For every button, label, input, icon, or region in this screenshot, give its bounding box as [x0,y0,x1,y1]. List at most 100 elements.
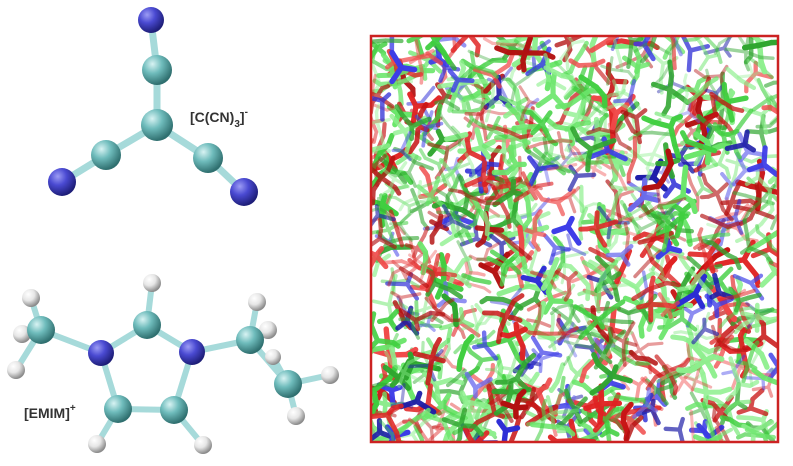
red-fragment [499,321,528,361]
green-fragment [626,37,644,70]
green-fragment [472,115,508,140]
carbon-atom [133,311,161,339]
red-fragment [500,388,529,420]
green-fragment [398,180,434,212]
red-fragment [457,131,486,164]
green-fragment [485,353,507,381]
green-fragment [441,293,459,328]
green-fragment [556,37,586,68]
carbon-atom [91,140,121,170]
red-fragment [710,324,748,358]
blue-fragment [704,293,735,319]
red-fragment [589,37,618,53]
green-fragment [434,86,461,111]
green-fragment [501,67,538,102]
carbon-atom [274,370,302,398]
red-fragment [513,171,554,203]
red-fragment [626,135,638,184]
green-fragment [654,210,691,253]
anion-molecule [48,7,258,206]
green-fragment [628,118,662,141]
blue-fragment [567,164,597,192]
green-fragment [744,427,777,440]
green-fragment [679,130,718,154]
red-fragment [372,73,396,112]
green-fragment [600,282,639,290]
green-fragment [384,350,432,388]
green-fragment [740,218,774,265]
hydrogen-atom [7,361,25,379]
green-fragment [600,56,636,86]
red-fragment [606,152,628,191]
red-fragment [463,160,496,194]
red-fragment [429,213,450,245]
green-fragment [372,426,377,437]
red-fragment [534,188,576,217]
green-fragment [548,362,566,394]
red-fragment [462,425,490,441]
red-fragment [468,242,507,278]
hydrogen-atom [248,293,266,311]
red-fragment [699,172,734,222]
green-fragment [611,37,624,72]
green-fragment [724,37,775,72]
green-fragment [570,126,617,173]
red-fragment [620,108,648,145]
green-fragment [713,37,746,55]
green-fragment [712,108,754,160]
red-fragment [385,53,444,70]
green-fragment [435,188,460,219]
red-fragment [525,131,573,160]
green-fragment [438,157,464,192]
green-fragment [542,271,576,327]
green-fragment [686,232,731,244]
hydrogen-atom [265,349,281,365]
blue-fragment [703,37,732,58]
green-fragment [377,161,410,196]
green-fragment [416,175,447,209]
green-fragment [444,132,469,142]
carbon-atom [104,395,132,423]
hydrogen-atom [321,366,339,384]
blue-fragment [447,68,475,93]
green-fragment [445,368,467,388]
blue-fragment [724,129,757,153]
blue-fragment [688,419,713,441]
hydrogen-atom [194,436,212,454]
green-fragment [467,49,505,62]
blue-fragment [551,233,587,257]
red-fragment [761,104,777,115]
green-fragment [498,95,529,122]
carbon-atom [27,316,55,344]
carbon-atom [160,396,188,424]
red-fragment [645,354,691,396]
green-fragment [657,164,698,215]
green-fragment [543,65,574,81]
hydrogen-atom [22,289,40,307]
red-fragment [491,228,533,261]
green-fragment [561,262,591,302]
green-fragment [572,299,626,340]
red-fragment [546,163,578,172]
green-fragment [387,154,419,188]
carbon-atom [236,326,264,354]
red-fragment [693,227,713,251]
blue-fragment [372,92,392,122]
green-fragment [700,239,742,271]
red-fragment [568,58,606,68]
green-fragment [693,360,733,406]
green-fragment [461,305,495,345]
green-fragment [372,143,391,153]
blue-fragment [496,418,521,441]
carbon-atom [193,143,223,173]
green-fragment [770,213,777,231]
blue-fragment [527,155,559,187]
green-fragment [460,50,499,81]
green-fragment [372,38,404,44]
red-fragment [494,37,556,73]
blue-fragment [632,387,658,419]
green-fragment [417,241,429,276]
hydrogen-atom [287,407,305,425]
red-fragment [516,324,579,336]
blue-fragment [464,371,493,399]
